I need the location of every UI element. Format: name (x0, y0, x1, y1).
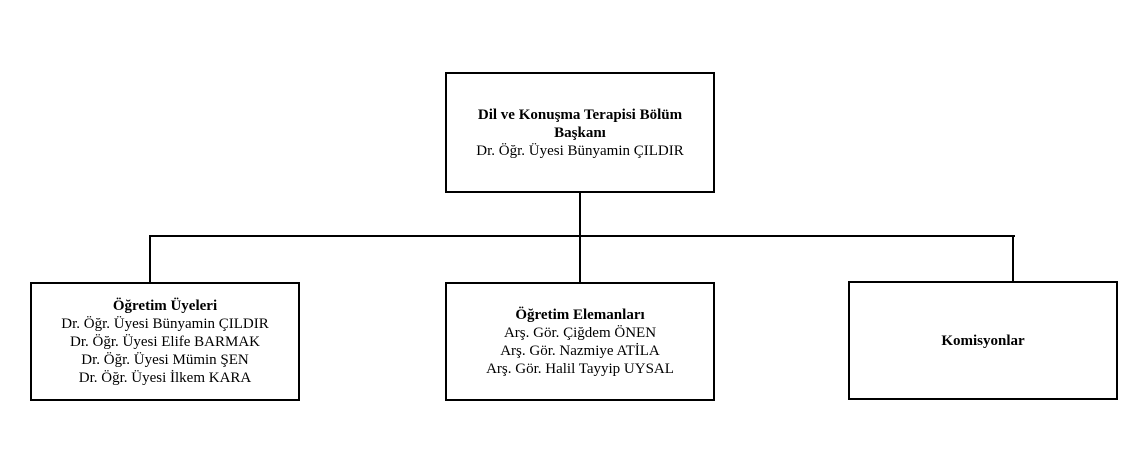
connector-horizontal (149, 235, 1015, 237)
member: Dr. Öğr. Üyesi Elife BARMAK (70, 333, 260, 350)
member: Arş. Gör. Çiğdem ÖNEN (503, 324, 657, 341)
connector-left (149, 235, 151, 283)
unit-title: Öğretim Elemanları (515, 306, 645, 323)
head-title-line1: Dil ve Konuşma Terapisi Bölüm (477, 106, 683, 123)
member: Arş. Gör. Halil Tayyip UYSAL (486, 360, 674, 377)
unit-title: Öğretim Üyeleri (112, 297, 218, 314)
head-of-department-box: Dil ve Konuşma Terapisi Bölüm Başkanı Dr… (445, 72, 715, 193)
member: Arş. Gör. Nazmiye ATİLA (500, 342, 660, 359)
head-name: Dr. Öğr. Üyesi Bünyamin ÇILDIR (476, 142, 684, 159)
connector-head-down (579, 192, 581, 237)
member: Dr. Öğr. Üyesi Bünyamin ÇILDIR (61, 315, 269, 332)
unit-title: Komisyonlar (941, 332, 1025, 349)
commissions-box: Komisyonlar (848, 281, 1118, 400)
connector-middle (579, 235, 581, 283)
member: Dr. Öğr. Üyesi İlkem KARA (78, 369, 252, 386)
faculty-members-box: Öğretim Üyeleri Dr. Öğr. Üyesi Bünyamin … (30, 282, 300, 401)
head-title-line2: Başkanı (554, 124, 606, 141)
connector-right (1012, 235, 1014, 282)
teaching-staff-box: Öğretim Elemanları Arş. Gör. Çiğdem ÖNEN… (445, 282, 715, 401)
member: Dr. Öğr. Üyesi Mümin ŞEN (81, 351, 249, 368)
